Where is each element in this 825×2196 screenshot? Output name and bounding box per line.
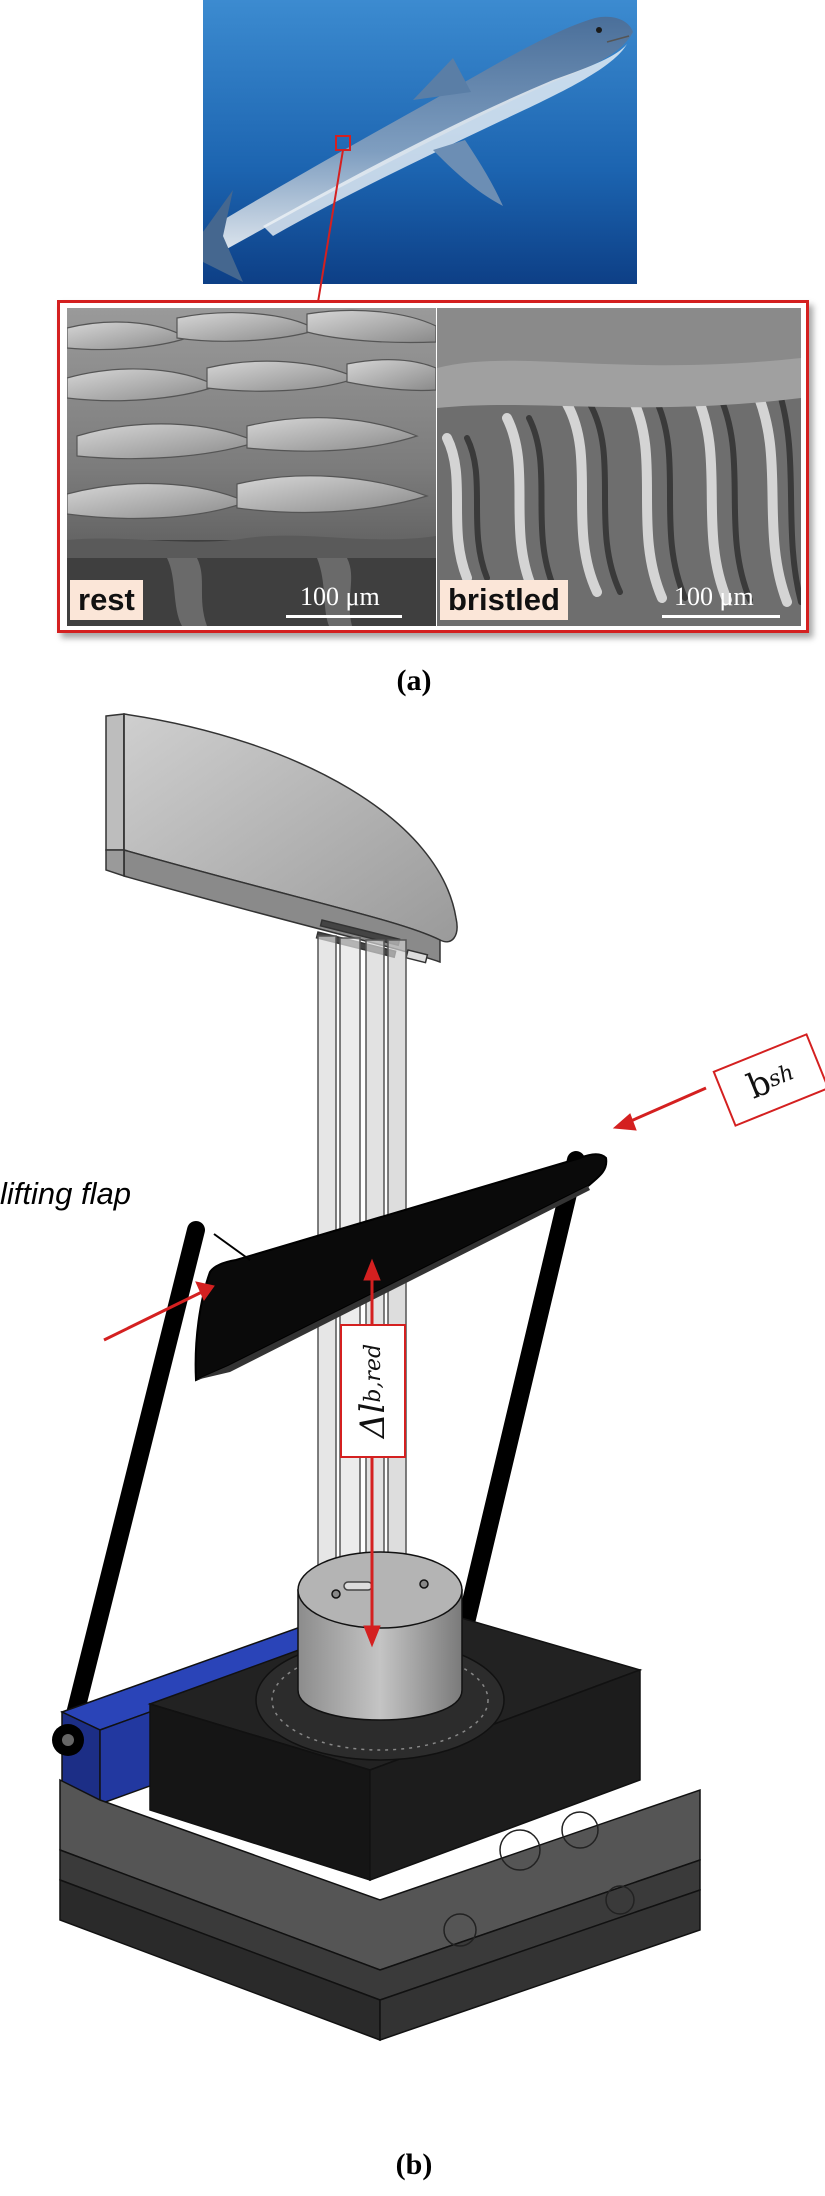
panel-a: rest 100 μm bristled 100 μm (a) [0, 0, 825, 720]
lifting-flap [194, 1153, 608, 1382]
delta-l-main: Δl [353, 1402, 393, 1439]
micrograph-rest [67, 308, 436, 626]
b-sh-arrows [103, 1086, 707, 1342]
scale-label-bristled: 100 μm [674, 582, 754, 611]
lifting-flap-leader [213, 1233, 251, 1261]
panel-a-label: (a) [396, 664, 432, 697]
airfoil [105, 713, 458, 964]
scale-bar-bristled [662, 615, 780, 618]
panel-b-label: (b) [395, 2148, 433, 2181]
roi-connector [317, 283, 322, 303]
lifting-flap-label: lifting flap [0, 1176, 131, 1211]
scale-label-rest: 100 μm [300, 582, 380, 611]
sem-label-bristled: bristled [440, 580, 568, 620]
micrograph-bristled [437, 308, 801, 626]
sem-label-rest: rest [70, 580, 143, 620]
scale-bar-rest [286, 615, 402, 618]
delta-l-sub: b,red [360, 1343, 386, 1403]
shark-photo [203, 0, 637, 284]
base-assembly [59, 1551, 701, 2042]
fixture-drawing [52, 713, 707, 2042]
